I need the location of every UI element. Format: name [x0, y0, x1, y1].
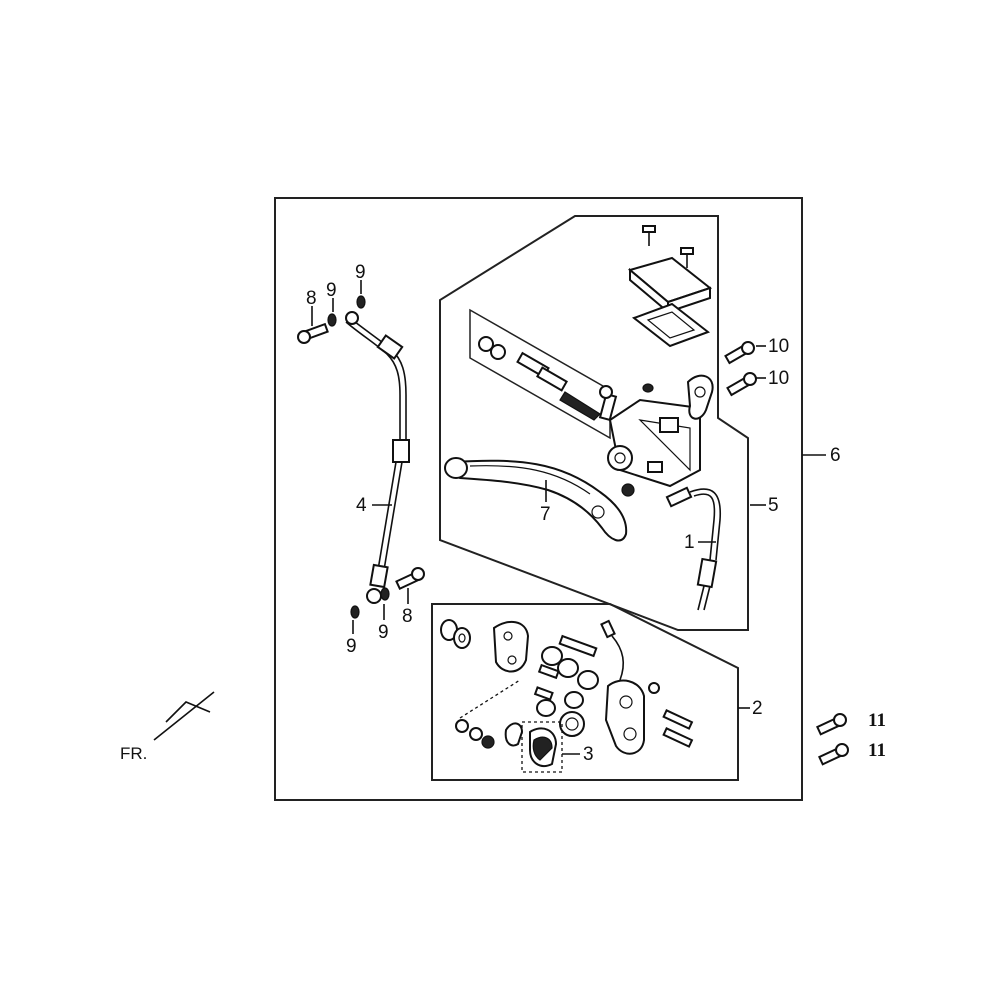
- caliper-mount-bolt-upper: [816, 713, 847, 736]
- small-nut: [642, 383, 654, 393]
- front-direction-arrow-icon: [153, 691, 215, 741]
- callout-10-lower: 10: [768, 368, 789, 389]
- callout-11-lower: 11: [868, 740, 886, 761]
- callout-1: 1: [684, 532, 695, 553]
- callout-9-lower-b: 9: [346, 636, 357, 657]
- cap-screw-right: [680, 247, 694, 268]
- callout-5: 5: [768, 495, 779, 516]
- callout-6: 6: [830, 445, 841, 466]
- clamp-screw-upper: [724, 341, 755, 365]
- master-cylinder-body: [607, 398, 701, 488]
- caliper-inner-bolts: [662, 709, 694, 748]
- callout-4: 4: [356, 495, 367, 516]
- callout-10-upper: 10: [768, 336, 789, 357]
- pivot-nut: [621, 483, 635, 497]
- caliper-group-outline: [431, 603, 739, 781]
- brake-pads: [529, 727, 558, 768]
- caliper-bracket: [492, 620, 530, 673]
- handlebar-clamp: [686, 374, 714, 420]
- brake-lever: [444, 457, 628, 542]
- brake-pads-group-outline: [521, 721, 563, 773]
- sealing-washer-upper-a: [327, 313, 337, 327]
- brake-light-switch: [665, 486, 722, 611]
- front-direction-label: FR.: [120, 744, 147, 763]
- caliper-body: [604, 679, 645, 755]
- bleeder-screw: [600, 619, 625, 681]
- callout-9-lower-a: 9: [378, 622, 389, 643]
- pad-spring: [504, 722, 524, 747]
- bleeder-cap: [648, 682, 660, 694]
- sealing-washer-lower-a: [350, 605, 360, 619]
- caliper-mount-bolt-lower: [818, 743, 849, 766]
- caliper-piston-seals: [536, 646, 599, 717]
- assembly-frame: [274, 197, 803, 801]
- sealing-washer-lower-b: [380, 587, 390, 601]
- banjo-bolt-lower: [395, 567, 425, 591]
- reservoir-diaphragm: [631, 302, 711, 348]
- piston-subpanel-outline: [469, 308, 611, 440]
- pad-pin: [455, 719, 495, 749]
- cap-screw-left: [642, 225, 656, 246]
- callout-3: 3: [583, 744, 594, 765]
- callout-8-lower: 8: [402, 606, 413, 627]
- brake-hose: [345, 311, 410, 604]
- caliper-piston: [559, 711, 585, 737]
- sealing-washer-upper-b: [356, 295, 366, 309]
- callout-7: 7: [540, 504, 551, 525]
- master-cylinder-group-outline: [439, 215, 749, 631]
- callout-8-upper: 8: [306, 288, 317, 309]
- callout-11-upper: 11: [868, 710, 886, 731]
- lever-pivot-bolt: [598, 385, 618, 422]
- piston-kit: [478, 336, 601, 421]
- clamp-screw-lower: [726, 372, 757, 397]
- caliper-seals-left: [440, 619, 471, 649]
- pad-pin-dashed: [459, 679, 521, 719]
- callout-9-upper-b: 9: [355, 262, 366, 283]
- callout-2: 2: [752, 698, 763, 719]
- callout-9-upper-a: 9: [326, 280, 337, 301]
- leader-lines: [311, 280, 826, 755]
- banjo-bolt-upper: [297, 322, 329, 344]
- slide-pins: [533, 634, 598, 701]
